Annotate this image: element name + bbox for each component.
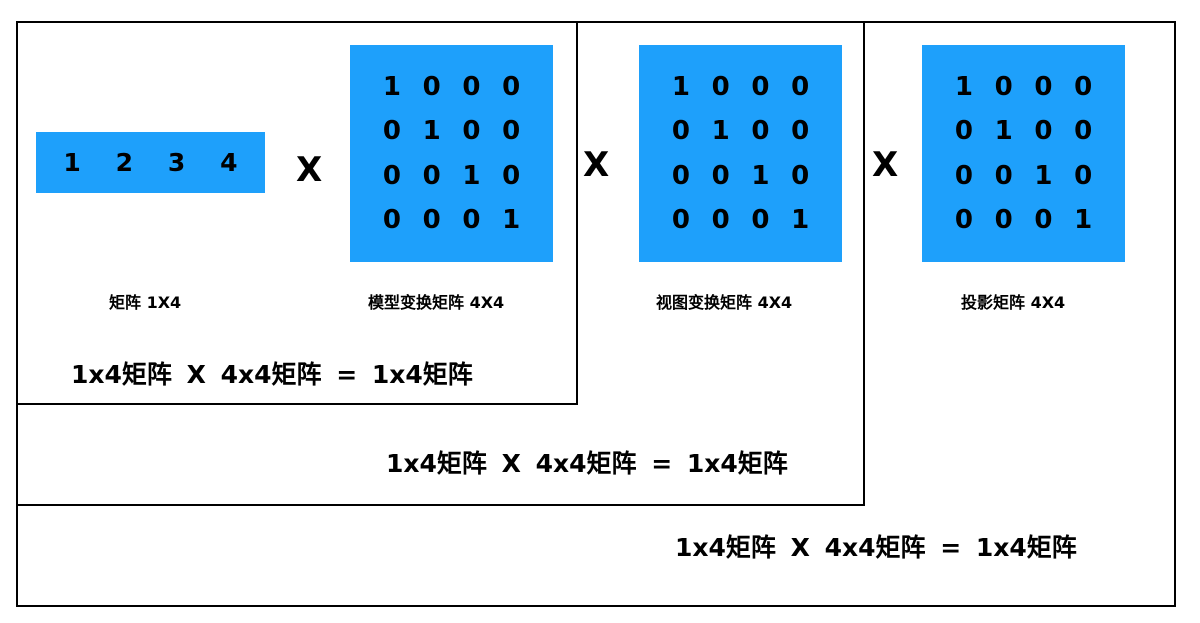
matrix-cell: 0 bbox=[954, 116, 973, 147]
model-matrix-caption: 模型变换矩阵 4X4 bbox=[368, 293, 505, 312]
matrix-cell: 0 bbox=[1034, 116, 1053, 147]
multiply-operator: X bbox=[872, 145, 899, 185]
projection-stage-equation: 1x4矩阵 X 4x4矩阵 = 1x4矩阵 bbox=[675, 533, 1077, 562]
vector-cell: 3 bbox=[167, 148, 186, 177]
matrix-cell: 0 bbox=[751, 204, 770, 235]
matrix-cell: 0 bbox=[954, 204, 973, 235]
matrix-cell: 1 bbox=[1034, 160, 1053, 191]
matrix-cell: 0 bbox=[422, 72, 441, 103]
matrix-cell: 0 bbox=[994, 160, 1013, 191]
matrix-cell: 1 bbox=[382, 72, 401, 103]
matrix-cell: 0 bbox=[711, 204, 730, 235]
matrix-cell: 0 bbox=[751, 72, 770, 103]
view-stage-equation: 1x4矩阵 X 4x4矩阵 = 1x4矩阵 bbox=[386, 449, 788, 478]
view-matrix-caption: 视图变换矩阵 4X4 bbox=[656, 293, 793, 312]
matrix-cell: 0 bbox=[671, 204, 690, 235]
matrix-cell: 0 bbox=[422, 204, 441, 235]
projection-matrix-caption: 投影矩阵 4X4 bbox=[961, 293, 1066, 312]
matrix-cell: 0 bbox=[502, 116, 521, 147]
matrix-cell: 0 bbox=[1034, 72, 1053, 103]
matrix-cell: 0 bbox=[462, 116, 481, 147]
multiply-operator: X bbox=[296, 150, 323, 190]
matrix-cell: 0 bbox=[1074, 116, 1093, 147]
matrix-cell: 1 bbox=[994, 116, 1013, 147]
model-stage-frame bbox=[16, 21, 578, 405]
matrix-cell: 0 bbox=[711, 72, 730, 103]
matrix-cell: 0 bbox=[382, 116, 401, 147]
matrix-cell: 1 bbox=[671, 72, 690, 103]
matrix-cell: 0 bbox=[954, 160, 973, 191]
matrix-cell: 1 bbox=[751, 160, 770, 191]
matrix-cell: 0 bbox=[791, 116, 810, 147]
vector-cell: 1 bbox=[63, 148, 81, 177]
multiply-operator: X bbox=[583, 145, 610, 185]
matrix-cell: 0 bbox=[502, 160, 521, 191]
matrix-cell: 1 bbox=[791, 204, 810, 235]
matrix-cell: 0 bbox=[422, 160, 441, 191]
matrix-cell: 0 bbox=[1074, 160, 1093, 191]
matrix-cell: 1 bbox=[1074, 204, 1093, 235]
matrix-cell: 0 bbox=[994, 72, 1013, 103]
row-vector: 1 2 3 4 bbox=[36, 132, 265, 193]
matrix-cell: 0 bbox=[382, 204, 401, 235]
matrix-cell: 0 bbox=[1034, 204, 1053, 235]
matrix-cell: 0 bbox=[751, 116, 770, 147]
matrix-cell: 1 bbox=[422, 116, 441, 147]
matrix-cell: 0 bbox=[791, 160, 810, 191]
row-vector-caption: 矩阵 1X4 bbox=[109, 293, 182, 312]
matrix-cell: 1 bbox=[711, 116, 730, 147]
matrix-cell: 0 bbox=[994, 204, 1013, 235]
matrix-cell: 0 bbox=[382, 160, 401, 191]
matrix-cell: 0 bbox=[1074, 72, 1093, 103]
matrix-cell: 0 bbox=[671, 116, 690, 147]
matrix-cell: 0 bbox=[462, 204, 481, 235]
model-stage-equation: 1x4矩阵 X 4x4矩阵 = 1x4矩阵 bbox=[71, 360, 473, 389]
vector-cell: 2 bbox=[115, 148, 134, 177]
matrix-cell: 0 bbox=[711, 160, 730, 191]
matrix-cell: 1 bbox=[502, 204, 521, 235]
matrix-cell: 1 bbox=[462, 160, 481, 191]
matrix-cell: 0 bbox=[791, 72, 810, 103]
matrix-cell: 1 bbox=[954, 72, 973, 103]
matrix-cell: 0 bbox=[502, 72, 521, 103]
vector-cell: 4 bbox=[220, 148, 238, 177]
matrix-cell: 0 bbox=[462, 72, 481, 103]
matrix-cell: 0 bbox=[671, 160, 690, 191]
